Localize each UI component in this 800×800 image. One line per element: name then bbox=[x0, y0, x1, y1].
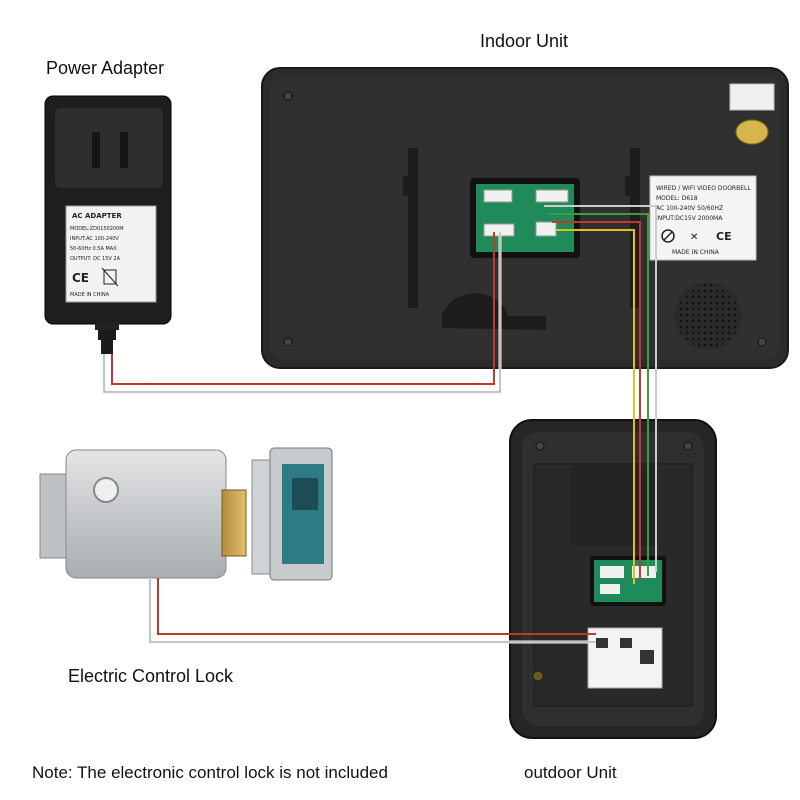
power-adapter: AC ADAPTER MODEL:ZD0150200M INPUT:AC 100… bbox=[44, 95, 172, 354]
svg-text:✕: ✕ bbox=[690, 232, 698, 243]
spec-made-in: MADE IN CHINA bbox=[672, 249, 720, 256]
adapter-made-in: MADE IN CHINA bbox=[70, 292, 110, 298]
spec-line-4: INPUT:DC15V 2000MA bbox=[656, 215, 723, 222]
plug-prongs-icon bbox=[92, 132, 128, 168]
note-text: Note: The electronic control lock is not… bbox=[32, 763, 388, 782]
adapter-title: AC ADAPTER bbox=[72, 212, 122, 220]
adapter-freq: 50-60Hz 0.5A MAX bbox=[70, 246, 117, 252]
recycle-bin-icon bbox=[101, 267, 119, 287]
adapter-model: MODEL:ZD0150200M bbox=[70, 226, 124, 232]
camera-lens-icon bbox=[532, 670, 544, 682]
wires bbox=[102, 205, 657, 644]
adapter-input: INPUT:AC 100-240V bbox=[70, 236, 119, 242]
ce-mark-icon: ✕ CE bbox=[661, 229, 732, 243]
speaker-grille-icon bbox=[674, 282, 742, 350]
adapter-label: AC ADAPTER MODEL:ZD0150200M INPUT:AC 100… bbox=[65, 205, 157, 303]
indoor-spec-label: WIRED / WIFI VIDEO DOORBELL MODEL: D618 … bbox=[649, 175, 757, 261]
electric-lock bbox=[39, 447, 333, 581]
outdoor-unit-label: outdoor Unit bbox=[524, 763, 617, 782]
indoor-unit-label: Indoor Unit bbox=[480, 31, 568, 51]
indoor-unit: WIRED / WIFI VIDEO DOORBELL MODEL: D618 … bbox=[261, 67, 789, 369]
adapter-output: OUTPUT: DC 15V 2A bbox=[70, 256, 121, 262]
power-adapter-label: Power Adapter bbox=[46, 58, 164, 78]
outdoor-unit bbox=[509, 419, 717, 739]
spec-line-2: MODEL: D618 bbox=[656, 195, 698, 202]
spec-line-3: AC 100-240V 50/60HZ bbox=[656, 205, 723, 212]
spec-line-1: WIRED / WIFI VIDEO DOORBELL bbox=[656, 185, 751, 192]
electric-lock-label: Electric Control Lock bbox=[68, 666, 234, 686]
ce-mark-icon: CE bbox=[72, 271, 89, 285]
svg-text:CE: CE bbox=[716, 230, 732, 243]
